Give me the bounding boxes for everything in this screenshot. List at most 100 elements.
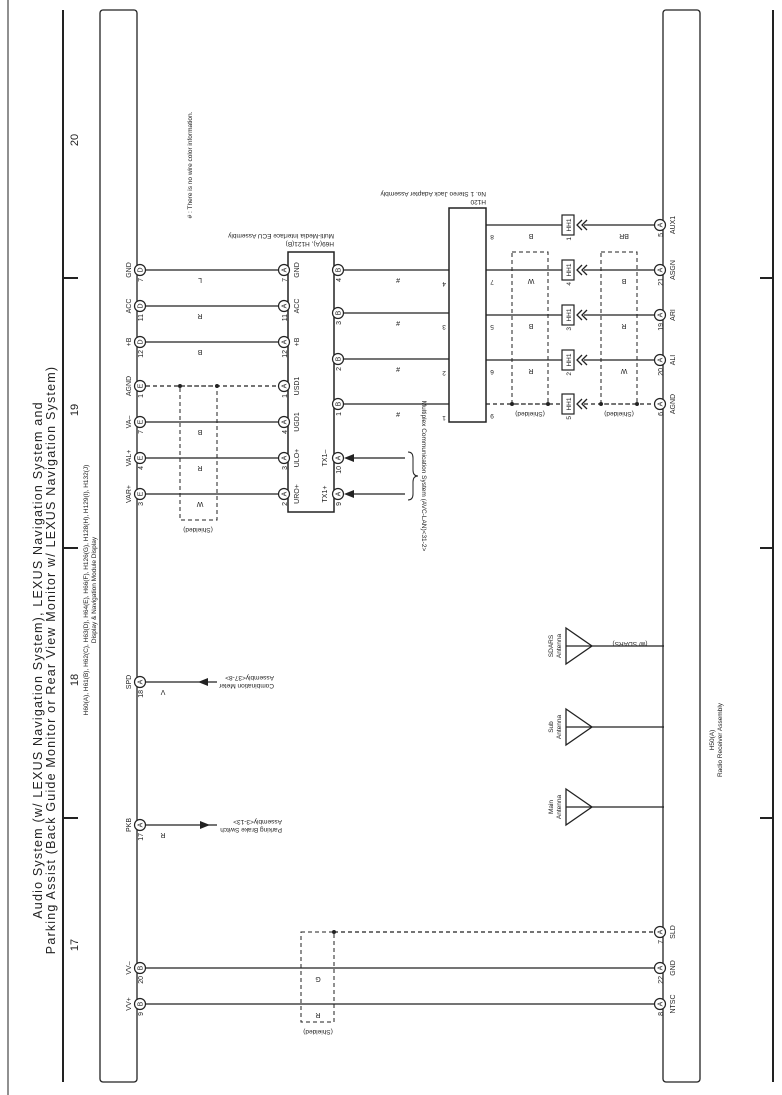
chevron-icon — [581, 219, 588, 231]
antenna-label: Antenna — [556, 795, 563, 820]
pin-label: VV– — [126, 961, 133, 974]
wire-color: B — [621, 277, 626, 284]
diagram-title: Audio System (w/ LEXUS Navigation System… — [31, 401, 45, 919]
pin-connector-icon — [133, 961, 147, 975]
pin-connector-letter: A — [658, 357, 665, 362]
pin-label: NTSC — [670, 994, 677, 1013]
pin-connector-icon — [653, 925, 667, 939]
section-number: 20 — [69, 134, 81, 146]
wire-color: B — [528, 232, 533, 239]
pin-connector-icon — [277, 335, 291, 349]
wire-color: # — [396, 319, 400, 326]
pin-connector-letter: B — [336, 267, 343, 272]
pin-connector-letter: E — [138, 383, 145, 388]
wire-color: R — [621, 322, 626, 329]
hh1-pin-number: 3 — [566, 327, 573, 331]
pin-connector-letter: A — [658, 929, 665, 934]
pin-connector-icon — [277, 451, 291, 465]
pin-connector-icon — [277, 263, 291, 277]
section-number: 19 — [69, 404, 81, 416]
pin-connector-icon — [133, 675, 147, 689]
pin-label: ASGN — [670, 260, 677, 280]
pin-number: 7 — [658, 940, 665, 944]
multiplex-label: Multiplex Communication System (AVC-LAN)… — [420, 401, 427, 552]
pin-number: 9 — [138, 1012, 145, 1016]
splice-dot — [546, 402, 550, 406]
pin-number: 5 — [658, 233, 665, 237]
wire-color: # — [396, 365, 400, 372]
pin-connector-icon — [133, 997, 147, 1011]
radio-receiver-body — [662, 9, 701, 1083]
wire-color: R — [528, 367, 533, 374]
jack-adapter-body — [448, 207, 487, 423]
wire-color: V — [160, 688, 165, 695]
pin-connector-letter: D — [138, 339, 145, 344]
pin-label: GND — [126, 262, 133, 278]
pin-connector-letter: E — [138, 419, 145, 424]
antenna-label: SDARS — [548, 634, 555, 657]
display-module-body — [99, 9, 138, 1083]
external-ref: Parking Brake Switch — [220, 826, 282, 833]
pin-label: AUX1 — [670, 216, 677, 234]
splice-dot — [215, 384, 219, 388]
pin-connector-letter: A — [282, 455, 289, 460]
ecu-pin-label: GND — [294, 262, 301, 278]
wire-color: # — [396, 410, 400, 417]
chevron-icon — [581, 264, 588, 276]
pin-connector-letter: A — [138, 822, 145, 827]
pin-number: 4 — [282, 430, 289, 434]
pin-number: 21 — [658, 278, 665, 286]
pin-connector-icon — [133, 263, 147, 277]
hh1-connector — [561, 393, 575, 415]
pin-connector-letter: A — [282, 339, 289, 344]
pin-label: VA– — [126, 416, 133, 429]
shield-outline — [511, 251, 549, 405]
pin-number: 3 — [282, 466, 289, 470]
wire-color: R — [315, 1011, 320, 1018]
pin-connector-letter: A — [138, 679, 145, 684]
arrow-icon — [344, 490, 354, 498]
pin-connector-letter: E — [138, 455, 145, 460]
pin-label: VAR+ — [126, 485, 133, 503]
pin-connector-icon — [331, 352, 345, 366]
hh1-connector — [561, 349, 575, 371]
pin-number: 22 — [658, 976, 665, 984]
ecu-connector-codes: H69(A), H121(B) — [286, 240, 334, 247]
splice-dot — [635, 402, 639, 406]
ecu-pin-label: ACC — [294, 299, 301, 314]
pin-number: 10 — [336, 466, 343, 474]
pin-connector-letter: A — [282, 383, 289, 388]
pin-connector-icon — [133, 487, 147, 501]
pin-number: 7 — [282, 278, 289, 282]
wire-color: W — [620, 367, 627, 374]
pin-connector-icon — [133, 818, 147, 832]
jack-pin-number: 8 — [490, 233, 494, 240]
external-ref: Combination Meter — [218, 682, 274, 689]
pin-label: +B — [126, 337, 133, 346]
pin-number: 17 — [138, 833, 145, 841]
ecu-pin-label: USD1 — [294, 377, 301, 396]
pin-connector-letter: A — [336, 491, 343, 496]
splice-dot — [178, 384, 182, 388]
pin-connector-icon — [331, 263, 345, 277]
ecu-body — [287, 251, 335, 513]
pin-connector-icon — [133, 379, 147, 393]
hh1-connector — [561, 304, 575, 326]
pin-number: 11 — [282, 314, 289, 321]
pin-connector-icon — [133, 451, 147, 465]
shield-outline — [300, 931, 335, 1023]
jack-pin-number: 6 — [490, 368, 494, 375]
pin-connector-icon — [331, 397, 345, 411]
pin-label: SLD — [670, 925, 677, 939]
pin-connector-letter: A — [658, 965, 665, 970]
pin-connector-icon — [277, 487, 291, 501]
pin-label: PKB — [126, 818, 133, 832]
antenna-note: (w/ SDARS) — [612, 640, 647, 647]
pin-connector-letter: A — [658, 267, 665, 272]
pin-connector-letter: B — [138, 965, 145, 970]
wire-color: W — [527, 277, 534, 284]
jack-name: No. 1 Stereo Jack Adapter Assembly — [380, 190, 486, 197]
pin-label: VV+ — [126, 997, 133, 1010]
pin-label: SPD — [126, 675, 133, 689]
